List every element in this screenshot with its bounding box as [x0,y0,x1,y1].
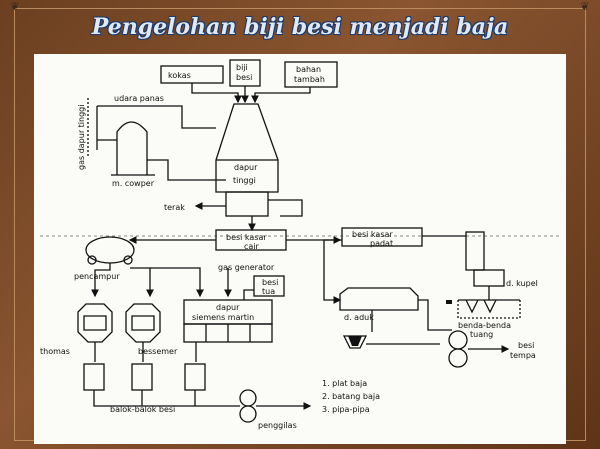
label-besi-kasar-cair-2: cair [244,242,260,251]
label-produk-3: 3. pipa-pipa [322,405,370,414]
tempa-roller-bottom [448,348,468,368]
label-besi-tua-2: tua [262,287,275,296]
label-besi-tempa-1: besi [518,341,534,350]
label-penggilas: penggilas [258,421,297,430]
slide-title: Pengelohan biji besi menjadi baja [91,14,509,40]
corner-ornament-right-icon: ❦ [580,0,590,13]
label-tinggi: tinggi [233,176,256,185]
label-aduk: d. aduk [344,313,374,322]
corner-ornament-left-icon: ❦ [10,0,20,13]
furnace-base [225,191,269,217]
label-balok-besi: balok-balok besi [110,405,175,414]
thomas-converter [77,303,113,343]
label-cowper: m. cowper [112,179,155,188]
label-kupel: d. kupel [506,279,538,288]
label-tambah: tambah [294,75,325,84]
label-dapur: dapur [234,163,258,172]
label-terak: terak [164,203,185,212]
label-biji: biji [236,63,248,72]
label-siemens-1: dapur [216,303,240,312]
label-gas-dapur-tinggi: gas dapur tinggi [77,105,86,170]
label-siemens-2: siemens martin [192,313,254,322]
kupel-furnace-upper [465,231,485,271]
ingot-bessemer [131,363,153,391]
label-kokas: kokas [168,71,191,80]
ingot-thomas [83,363,105,391]
label-gas-generator: gas generator [218,263,275,272]
label-besi: besi [236,73,252,82]
label-tuang: tuang [470,330,493,339]
besi-tua-box [253,275,285,297]
ingot-siemens [184,363,206,391]
pencampur-mixer [85,236,135,264]
label-besi-tempa-2: tempa [510,351,536,360]
label-bessemer: bessemer [138,347,178,356]
bessemer-converter [125,303,161,343]
label-besi-kasar-cair-1: besi kasar [226,233,267,242]
aduk-furnace [339,287,419,311]
besi-kasar-padat-box [341,227,423,247]
label-benda-benda: benda-benda [458,321,511,330]
label-udara-panas: udara panas [114,94,164,103]
label-pencampur: pencampur [74,272,120,281]
kupel-furnace-lower [473,269,505,287]
label-besi-tua-1: besi [262,278,278,287]
penggilas-roller-bottom [239,405,257,423]
cowper-stove [116,121,148,175]
label-produk-1: 1. plat baja [322,379,367,388]
label-bahan: bahan [296,65,321,74]
diagram-panel [34,54,566,444]
penggilas-roller-top [239,389,257,407]
label-besi-kasar-padat-2: padat [370,239,393,248]
tempa-roller-top [448,330,468,350]
bahan-tambah-box [284,61,338,88]
label-besi-kasar-padat-1: besi kasar [352,230,393,239]
label-produk-2: 2. batang baja [322,392,380,401]
label-thomas: thomas [40,347,70,356]
